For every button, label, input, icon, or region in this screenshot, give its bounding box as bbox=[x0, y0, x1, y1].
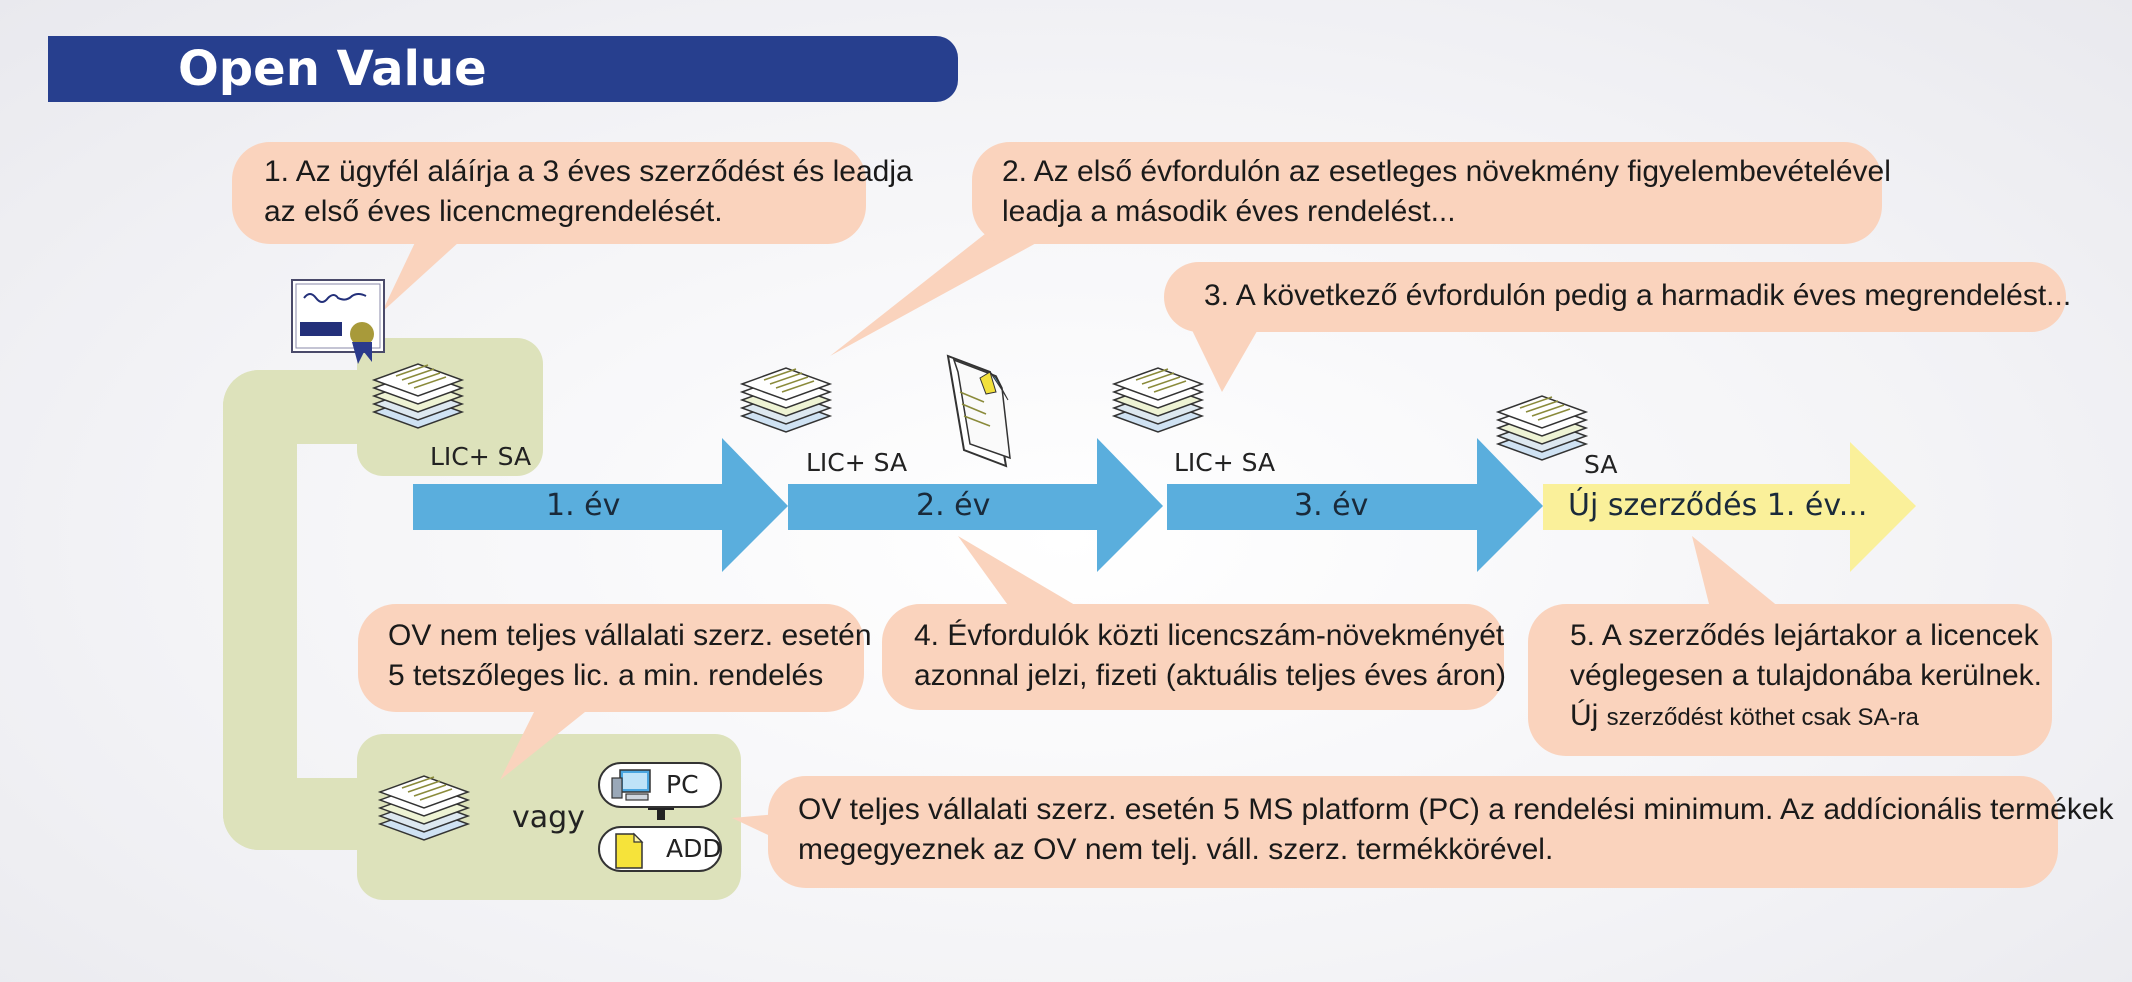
callout-text: 4. Évfordulók közti licencszám-növekmény… bbox=[914, 619, 1505, 652]
callout-text: 3. A következő évfordulón pedig a harmad… bbox=[1204, 279, 2072, 312]
callout-text: OV nem teljes vállalati szerz. esetén bbox=[388, 619, 872, 652]
callout-ov-full: OV teljes vállalati szerz. esetén 5 MS p… bbox=[768, 776, 2114, 888]
callout-text: 1. Az ügyfél aláírja a 3 éves szerződést… bbox=[264, 155, 913, 188]
header-bar bbox=[48, 36, 958, 102]
tail-c4 bbox=[958, 536, 1080, 608]
tail-c5 bbox=[1692, 536, 1780, 608]
callout-ov-partial: OV nem teljes vállalati szerz. esetén 5 … bbox=[358, 604, 872, 712]
doc-label-lic-sa: LIC+ SA bbox=[430, 442, 532, 471]
callout-text: Új bbox=[1570, 699, 1607, 732]
document-stack-icon bbox=[741, 367, 831, 433]
or-label: vagy bbox=[512, 800, 585, 835]
timeline-arrows bbox=[413, 438, 1916, 572]
doc-label-lic-sa: LIC+ SA bbox=[1174, 448, 1276, 477]
callout-text: az első éves licencmegrendelését. bbox=[264, 195, 723, 228]
callout-step-5: 5. A szerződés lejártakor a licencek vég… bbox=[1528, 604, 2052, 756]
callout-step-3: 3. A következő évfordulón pedig a harmad… bbox=[1164, 262, 2072, 332]
arrow-year-1-label: 1. év bbox=[546, 488, 621, 523]
arrow-year-2 bbox=[788, 438, 1163, 572]
callout-step-2: 2. Az első évfordulón az esetleges növek… bbox=[972, 142, 1891, 244]
add-document-icon bbox=[615, 832, 644, 869]
callout-text: véglegesen a tulajdonába kerülnek. bbox=[1570, 659, 2043, 692]
single-document-icon bbox=[946, 354, 1011, 468]
arrow-year-2-label: 2. év bbox=[916, 488, 991, 523]
arrow-new-contract bbox=[1543, 442, 1916, 572]
callout-text: OV teljes vállalati szerz. esetén 5 MS p… bbox=[798, 793, 2114, 826]
tail-c3 bbox=[1190, 326, 1260, 392]
callout-text: 5. A szerződés lejártakor a licencek bbox=[1570, 619, 2039, 652]
computer-icon bbox=[611, 769, 651, 801]
add-label: ADD bbox=[666, 834, 722, 863]
doc-label-sa: SA bbox=[1584, 450, 1618, 479]
document-stack-icon bbox=[1497, 395, 1587, 461]
tail-ov-partial bbox=[500, 700, 600, 780]
callout-step-1: 1. Az ügyfél aláírja a 3 éves szerződést… bbox=[232, 142, 913, 244]
document-stack-icon bbox=[1113, 367, 1203, 433]
callout-text: 5 tetszőleges lic. a min. rendelés bbox=[388, 659, 824, 692]
add-option: ADD bbox=[598, 826, 722, 872]
arrow-new-contract-label: Új szerződés 1. év... bbox=[1568, 488, 1868, 523]
callout-text: megegyeznek az OV nem telj. váll. szerz.… bbox=[798, 833, 1554, 866]
page-title: Open Value bbox=[178, 41, 487, 97]
callout-text: szerződést köthet csak SA-ra bbox=[1606, 704, 1919, 731]
arrow-year-1 bbox=[413, 438, 788, 572]
tail-c2 bbox=[830, 230, 1060, 356]
pc-label: PC bbox=[666, 770, 699, 799]
pc-option: PC bbox=[598, 762, 722, 808]
callout-step-4: 4. Évfordulók közti licencszám-növekmény… bbox=[882, 604, 1506, 710]
arrow-year-3 bbox=[1167, 438, 1543, 572]
tail-c1 bbox=[382, 232, 470, 312]
callout-text: 2. Az első évfordulón az esetleges növek… bbox=[1002, 155, 1891, 188]
doc-label-lic-sa: LIC+ SA bbox=[806, 448, 908, 477]
arrow-year-3-label: 3. év bbox=[1294, 488, 1369, 523]
certificate-icon bbox=[291, 279, 385, 364]
callout-text: leadja a második éves rendelést... bbox=[1002, 195, 1456, 228]
callout-text: azonnal jelzi, fizeti (aktuális teljes é… bbox=[914, 659, 1506, 692]
